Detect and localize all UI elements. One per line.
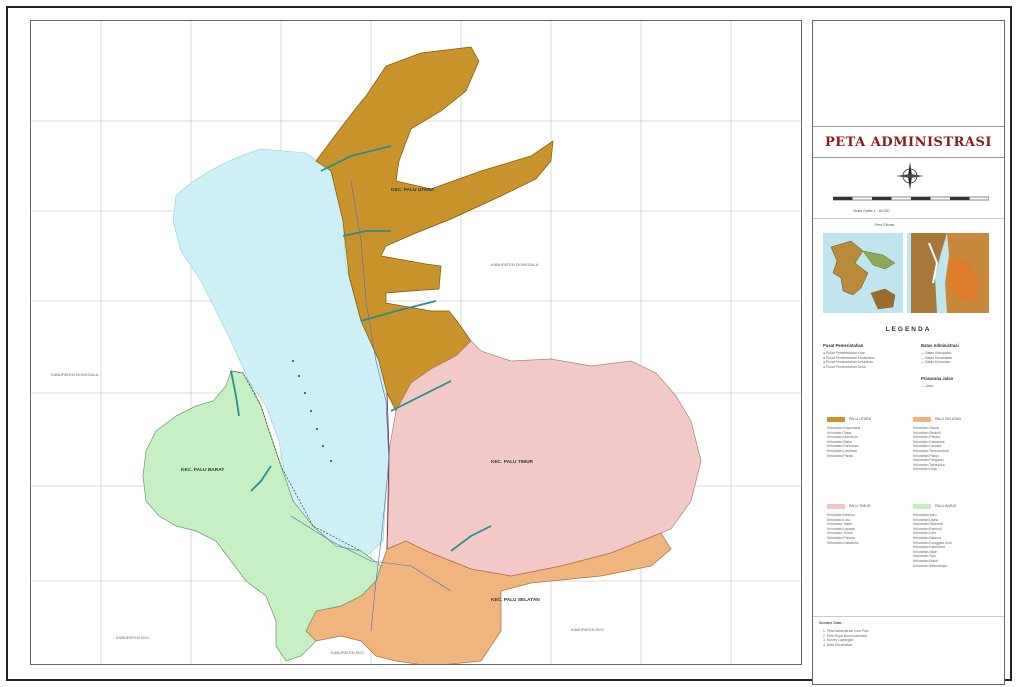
legend-item: ● Pusat Pemerintahan Kecamatan [823, 355, 875, 360]
legend-item: — Batas Kabupaten [921, 351, 952, 355]
scale-caption: Skala Grafis 1 : 50.000 [853, 209, 890, 213]
group-label: PALU TIMUR [849, 504, 871, 508]
offshore-points [291, 359, 333, 463]
legend-item: — Jalan [921, 384, 934, 388]
label-kab-sigi-south: KABUPATEN SIGI [331, 650, 364, 655]
swatch-palu-selatan [913, 417, 931, 422]
legend-col1-title: Pusat Pemerintahan [823, 343, 864, 348]
group-label: PALU SELATAN [935, 417, 961, 421]
admin-boundary [386, 392, 390, 550]
region-palu-barat [142, 370, 382, 662]
legend-col1-list: ● Pusat Pemerintahan Kota ● Pusat Pemeri… [823, 351, 875, 369]
legend-item: — Batas Kecamatan [921, 355, 953, 360]
notes-title: Sumber Data : [819, 621, 844, 625]
label-kab-donggala-east: KABUPATEN DONGGALA [491, 262, 539, 267]
label-kab-sigi-southwest: KABUPATEN SIGI [116, 635, 149, 640]
label-palu-utara: KEC. PALU UTARA [391, 187, 435, 193]
legend-col2-title: Batas Administrasi [921, 343, 959, 348]
map-canvas[interactable]: KEC. PALU UTARA KEC. PALU TIMUR KEC. PAL… [30, 20, 802, 665]
swatch-palu-utara [827, 417, 845, 422]
swatch-palu-timur [827, 504, 845, 509]
legend-heading: LEGENDA [885, 326, 932, 333]
north-arrow-icon [896, 162, 924, 190]
inset-caption: Peta Situasi [875, 223, 895, 227]
group-label: PALU UTARA [849, 417, 872, 421]
label-palu-selatan: KEC. PALU SELATAN [491, 597, 540, 603]
roads [290, 180, 452, 632]
legend-col2b-title: Prasarana Jalan [921, 376, 954, 381]
admin-boundary [230, 370, 362, 552]
map-title: PETA ADMINISTRASI [825, 134, 992, 150]
legend-col2b-list: — Jalan [921, 384, 933, 389]
scale-bar [833, 196, 989, 201]
title-block: PETA ADMINISTRASI [813, 126, 1004, 158]
legend-item: ● Pusat Pemerintahan Kota [823, 351, 865, 355]
legend-col2-list: — Batas Kabupaten — Batas Kecamatan — Ba… [921, 351, 952, 365]
inset-map-detail [907, 233, 989, 313]
label-kab-sigi-southeast: KABUPATEN SIGI [571, 627, 604, 632]
label-palu-barat: KEC. PALU BARAT [181, 467, 224, 473]
group-label: PALU BARAT [935, 504, 957, 508]
legend-item: — Batas Kelurahan [921, 360, 951, 365]
legend-panel: PETA ADMINISTRASI Skala Grafis 1 : 50.00… [812, 20, 1005, 685]
inset-map-region [823, 233, 903, 313]
legend-item: ● Pusat Pemerintahan Desa [823, 364, 866, 369]
legend-item: ● Pusat Pemerintahan Kelurahan [823, 360, 874, 365]
label-kab-donggala-west: KABUPATEN DONGGALA [51, 372, 99, 377]
map-svg: KEC. PALU UTARA KEC. PALU TIMUR KEC. PAL… [31, 21, 801, 664]
label-palu-timur: KEC. PALU TIMUR [491, 459, 534, 465]
swatch-palu-barat [913, 504, 931, 509]
rivers [230, 145, 492, 552]
